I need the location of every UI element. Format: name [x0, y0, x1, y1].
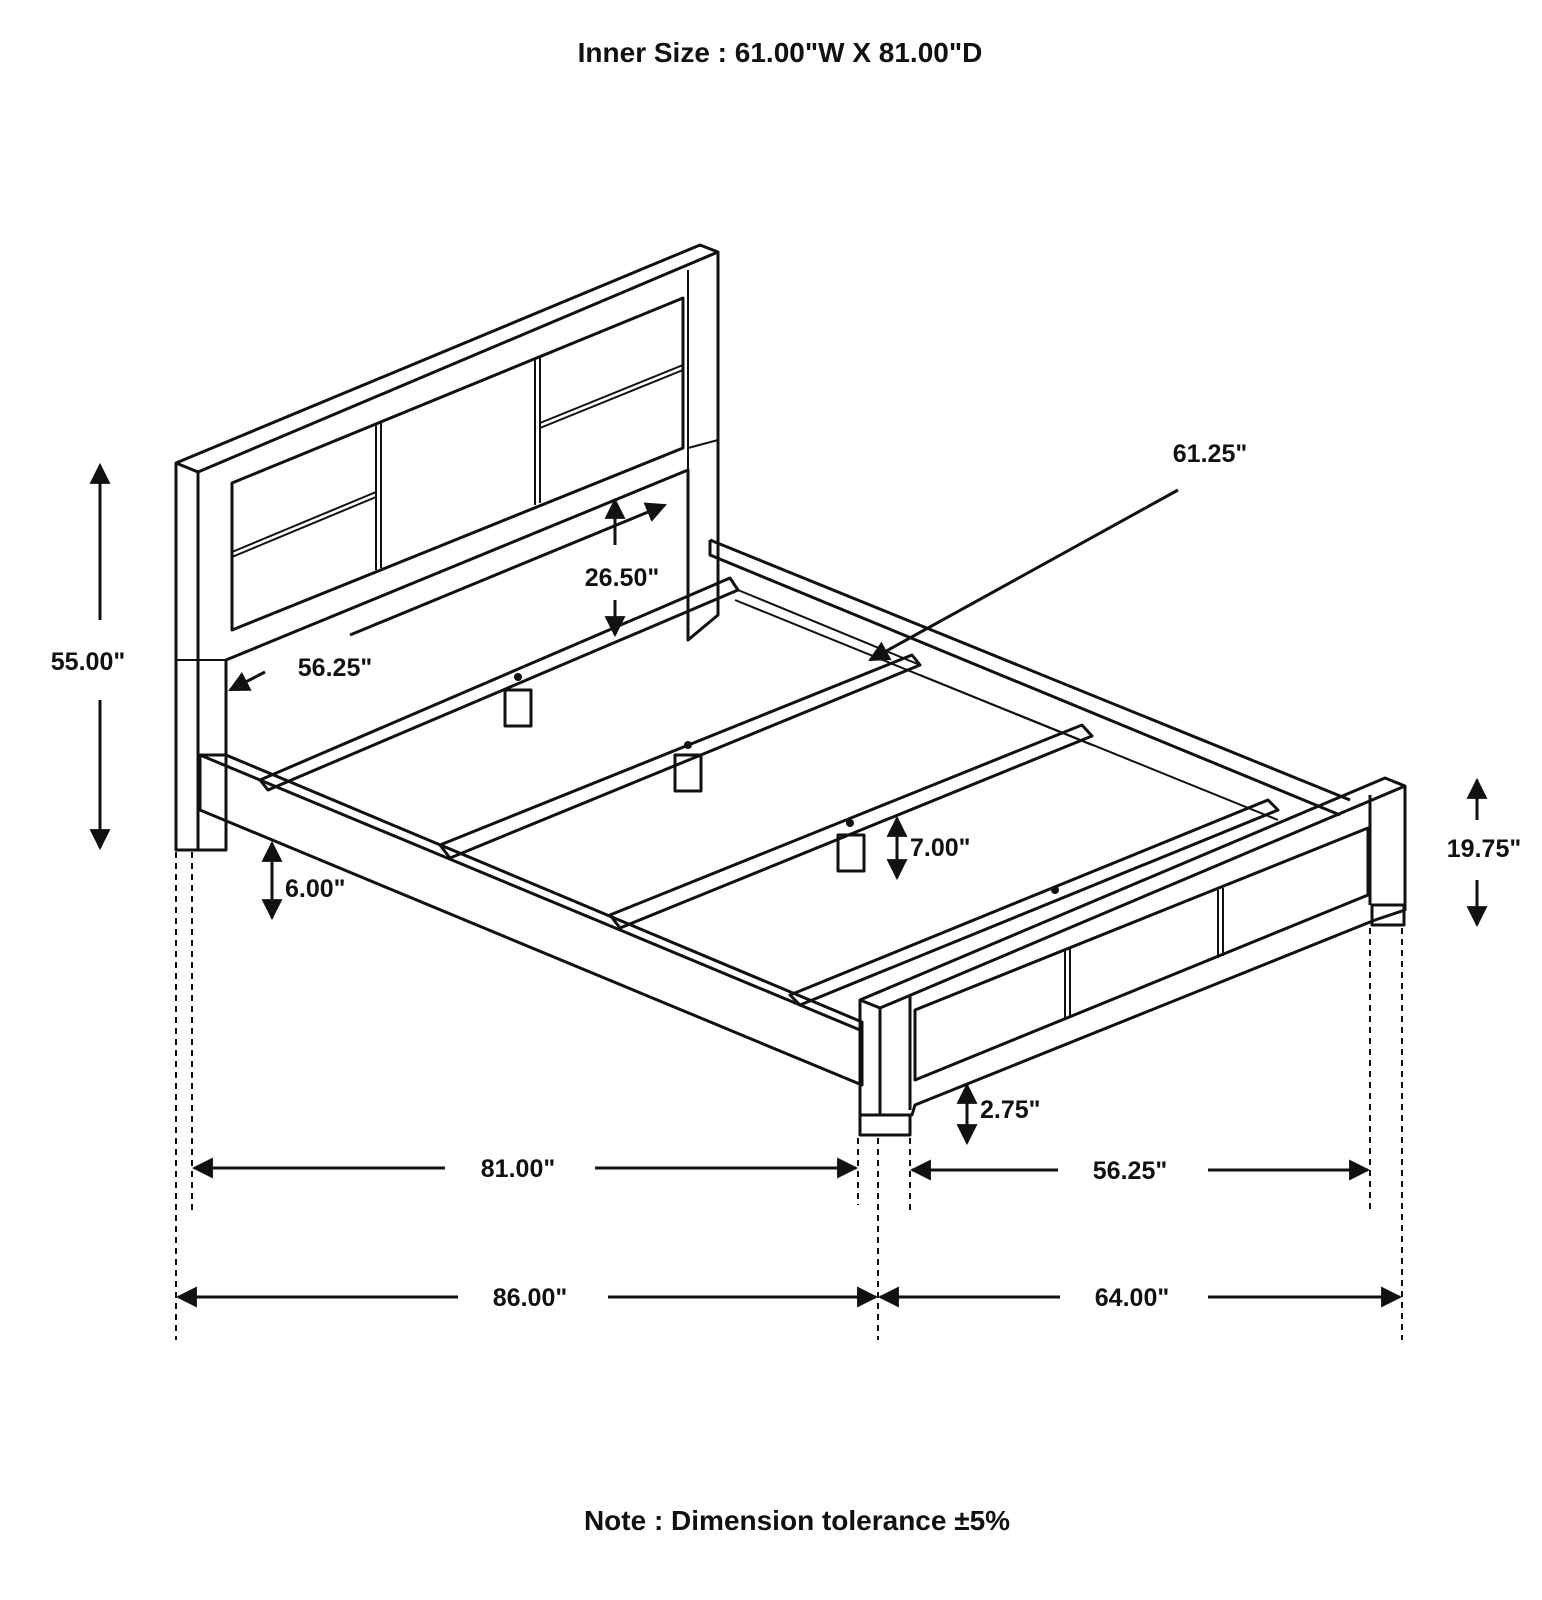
label-inner-length: 81.00"	[481, 1155, 555, 1183]
headboard	[174, 243, 720, 852]
label-slat-leg-height: 7.00"	[910, 834, 971, 862]
label-headboard-inner-width: 56.25"	[298, 654, 372, 682]
dimension-arrows	[89, 462, 1488, 1308]
slats	[258, 576, 1280, 1007]
label-footboard-clearance: 2.75"	[980, 1096, 1041, 1124]
tolerance-note: Note : Dimension tolerance ±5%	[584, 1505, 1010, 1536]
label-slat-length: 61.25"	[1173, 440, 1247, 468]
label-overall-height: 55.00"	[51, 648, 125, 676]
far-side-rail	[708, 540, 1341, 817]
near-side-rail	[198, 753, 864, 1087]
label-headboard-panel-height: 26.50"	[585, 564, 659, 592]
label-footboard-height: 19.75"	[1447, 835, 1521, 863]
bed-drawing	[174, 243, 1407, 1137]
label-side-rail-height: 6.00"	[285, 875, 346, 903]
dimension-labels: 55.00" 26.50" 56.25" 61.25" 6.00" 7.00" …	[51, 440, 1521, 1312]
title: Inner Size : 61.00"W X 81.00"D	[578, 37, 983, 68]
label-footboard-inner-width: 56.25"	[1093, 1157, 1167, 1185]
label-overall-length: 86.00"	[493, 1284, 567, 1312]
label-overall-width: 64.00"	[1095, 1284, 1169, 1312]
